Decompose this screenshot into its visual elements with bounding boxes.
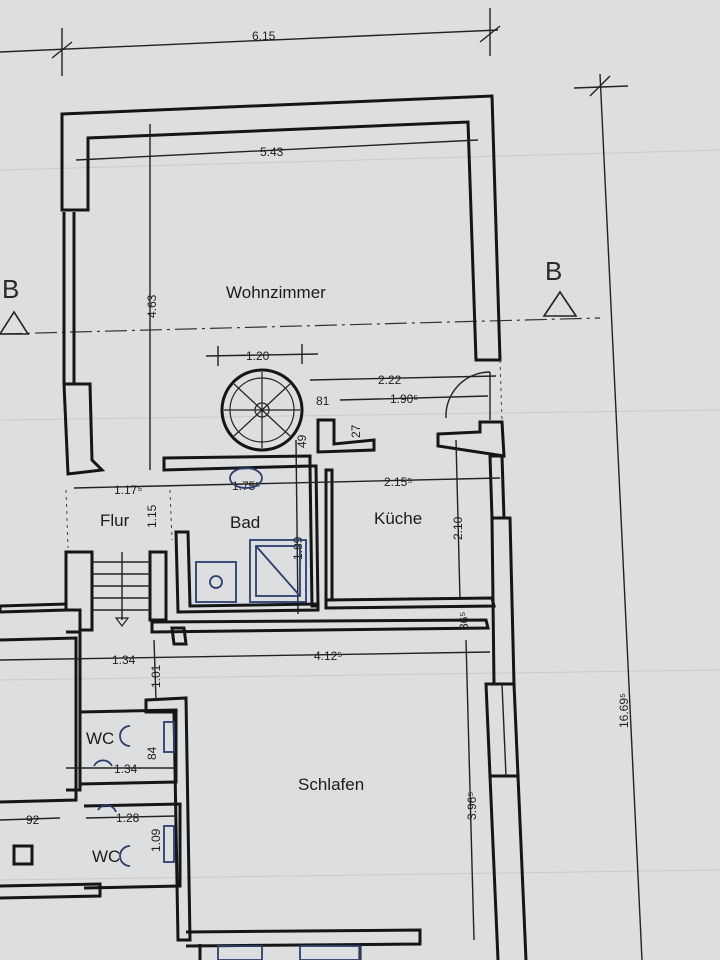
dim-label-stair-width: 1.20 xyxy=(246,349,270,363)
dim-label-109: 1.09 xyxy=(149,828,163,852)
room-label-bad: Bad xyxy=(230,513,260,532)
wc-fixtures xyxy=(93,721,175,867)
kitchen-door-swing xyxy=(445,371,491,419)
dim-128-line xyxy=(85,815,177,819)
bathroom-fixtures xyxy=(195,467,307,603)
section-mark-right: B xyxy=(545,256,562,286)
dim-92-line xyxy=(0,817,61,821)
dim-overall-height xyxy=(573,73,643,960)
dim-3965-line xyxy=(465,639,475,941)
dim-overall-width xyxy=(0,8,501,76)
dim-label-210: 2.10 xyxy=(451,516,465,540)
dim-stair-width xyxy=(205,344,319,366)
bottom-wall xyxy=(185,928,422,960)
dim-label-1755: 1.75⁵ xyxy=(232,479,260,493)
room-label-kueche: Küche xyxy=(374,509,422,528)
exterior-walls xyxy=(60,94,502,476)
dim-label-134b: 1.34 xyxy=(114,762,138,776)
dim-label-134a: 1.34 xyxy=(112,653,136,667)
dim-label-84: 84 xyxy=(145,746,159,760)
section-mark-left: B xyxy=(2,274,19,304)
dim-1905-line xyxy=(339,395,489,401)
dim-label-222: 2.22 xyxy=(378,373,402,387)
section-arrow-left xyxy=(0,310,30,335)
room-label-schlafen: Schlafen xyxy=(298,775,364,794)
dim-label-1905: 1.90⁵ xyxy=(390,392,418,406)
dim-label-365: 36⁵ xyxy=(457,612,471,630)
dim-label-overall-height: 16.69⁵ xyxy=(617,693,631,728)
dim-label-1175: 1.17⁵ xyxy=(114,483,142,497)
section-arrow-right xyxy=(542,290,578,317)
dim-row-1755-line xyxy=(73,477,501,489)
background-grid xyxy=(0,149,720,881)
dim-label-overall-width: 6.15 xyxy=(252,29,276,43)
dim-label-128: 1.28 xyxy=(116,811,140,825)
dim-label-115: 1.15 xyxy=(145,504,159,528)
spiral-staircase xyxy=(220,368,304,452)
dim-189-line xyxy=(295,439,299,615)
dim-label-49: 49 xyxy=(295,434,309,448)
dim-label-189: 1.89 xyxy=(291,536,305,560)
room-label-wc-lower: WC xyxy=(92,847,120,866)
dim-210-line xyxy=(455,439,461,601)
exterior-wall-lower-right xyxy=(484,682,528,960)
dim-222-line xyxy=(309,375,497,381)
dim-label-81: 81 xyxy=(316,394,330,408)
dim-row-4125-line xyxy=(0,651,491,661)
room-label-wc-upper: WC xyxy=(86,729,114,748)
dim-label-3965: 3.96⁵ xyxy=(465,792,479,820)
stair-run xyxy=(0,550,168,632)
dim-101-line xyxy=(153,639,157,701)
dim-label-92: 92 xyxy=(26,813,40,827)
dim-label-2155: 2.15⁵ xyxy=(384,475,412,489)
room-label-wohnzimmer: Wohnzimmer xyxy=(226,283,326,302)
dim-label-inner-width: 5.43 xyxy=(260,145,284,159)
room-label-flur: Flur xyxy=(100,511,130,530)
dim-label-27: 27 xyxy=(349,424,363,438)
window-hints xyxy=(65,359,503,549)
dim-label-4125: 4.12⁵ xyxy=(314,649,342,663)
dim-label-wohn-depth: 4.63 xyxy=(145,294,159,318)
dim-label-101: 1.01 xyxy=(149,664,163,688)
interior-walls-lower xyxy=(150,516,516,686)
dim-inner-width-line xyxy=(75,139,479,161)
left-lower-walls xyxy=(0,630,192,942)
